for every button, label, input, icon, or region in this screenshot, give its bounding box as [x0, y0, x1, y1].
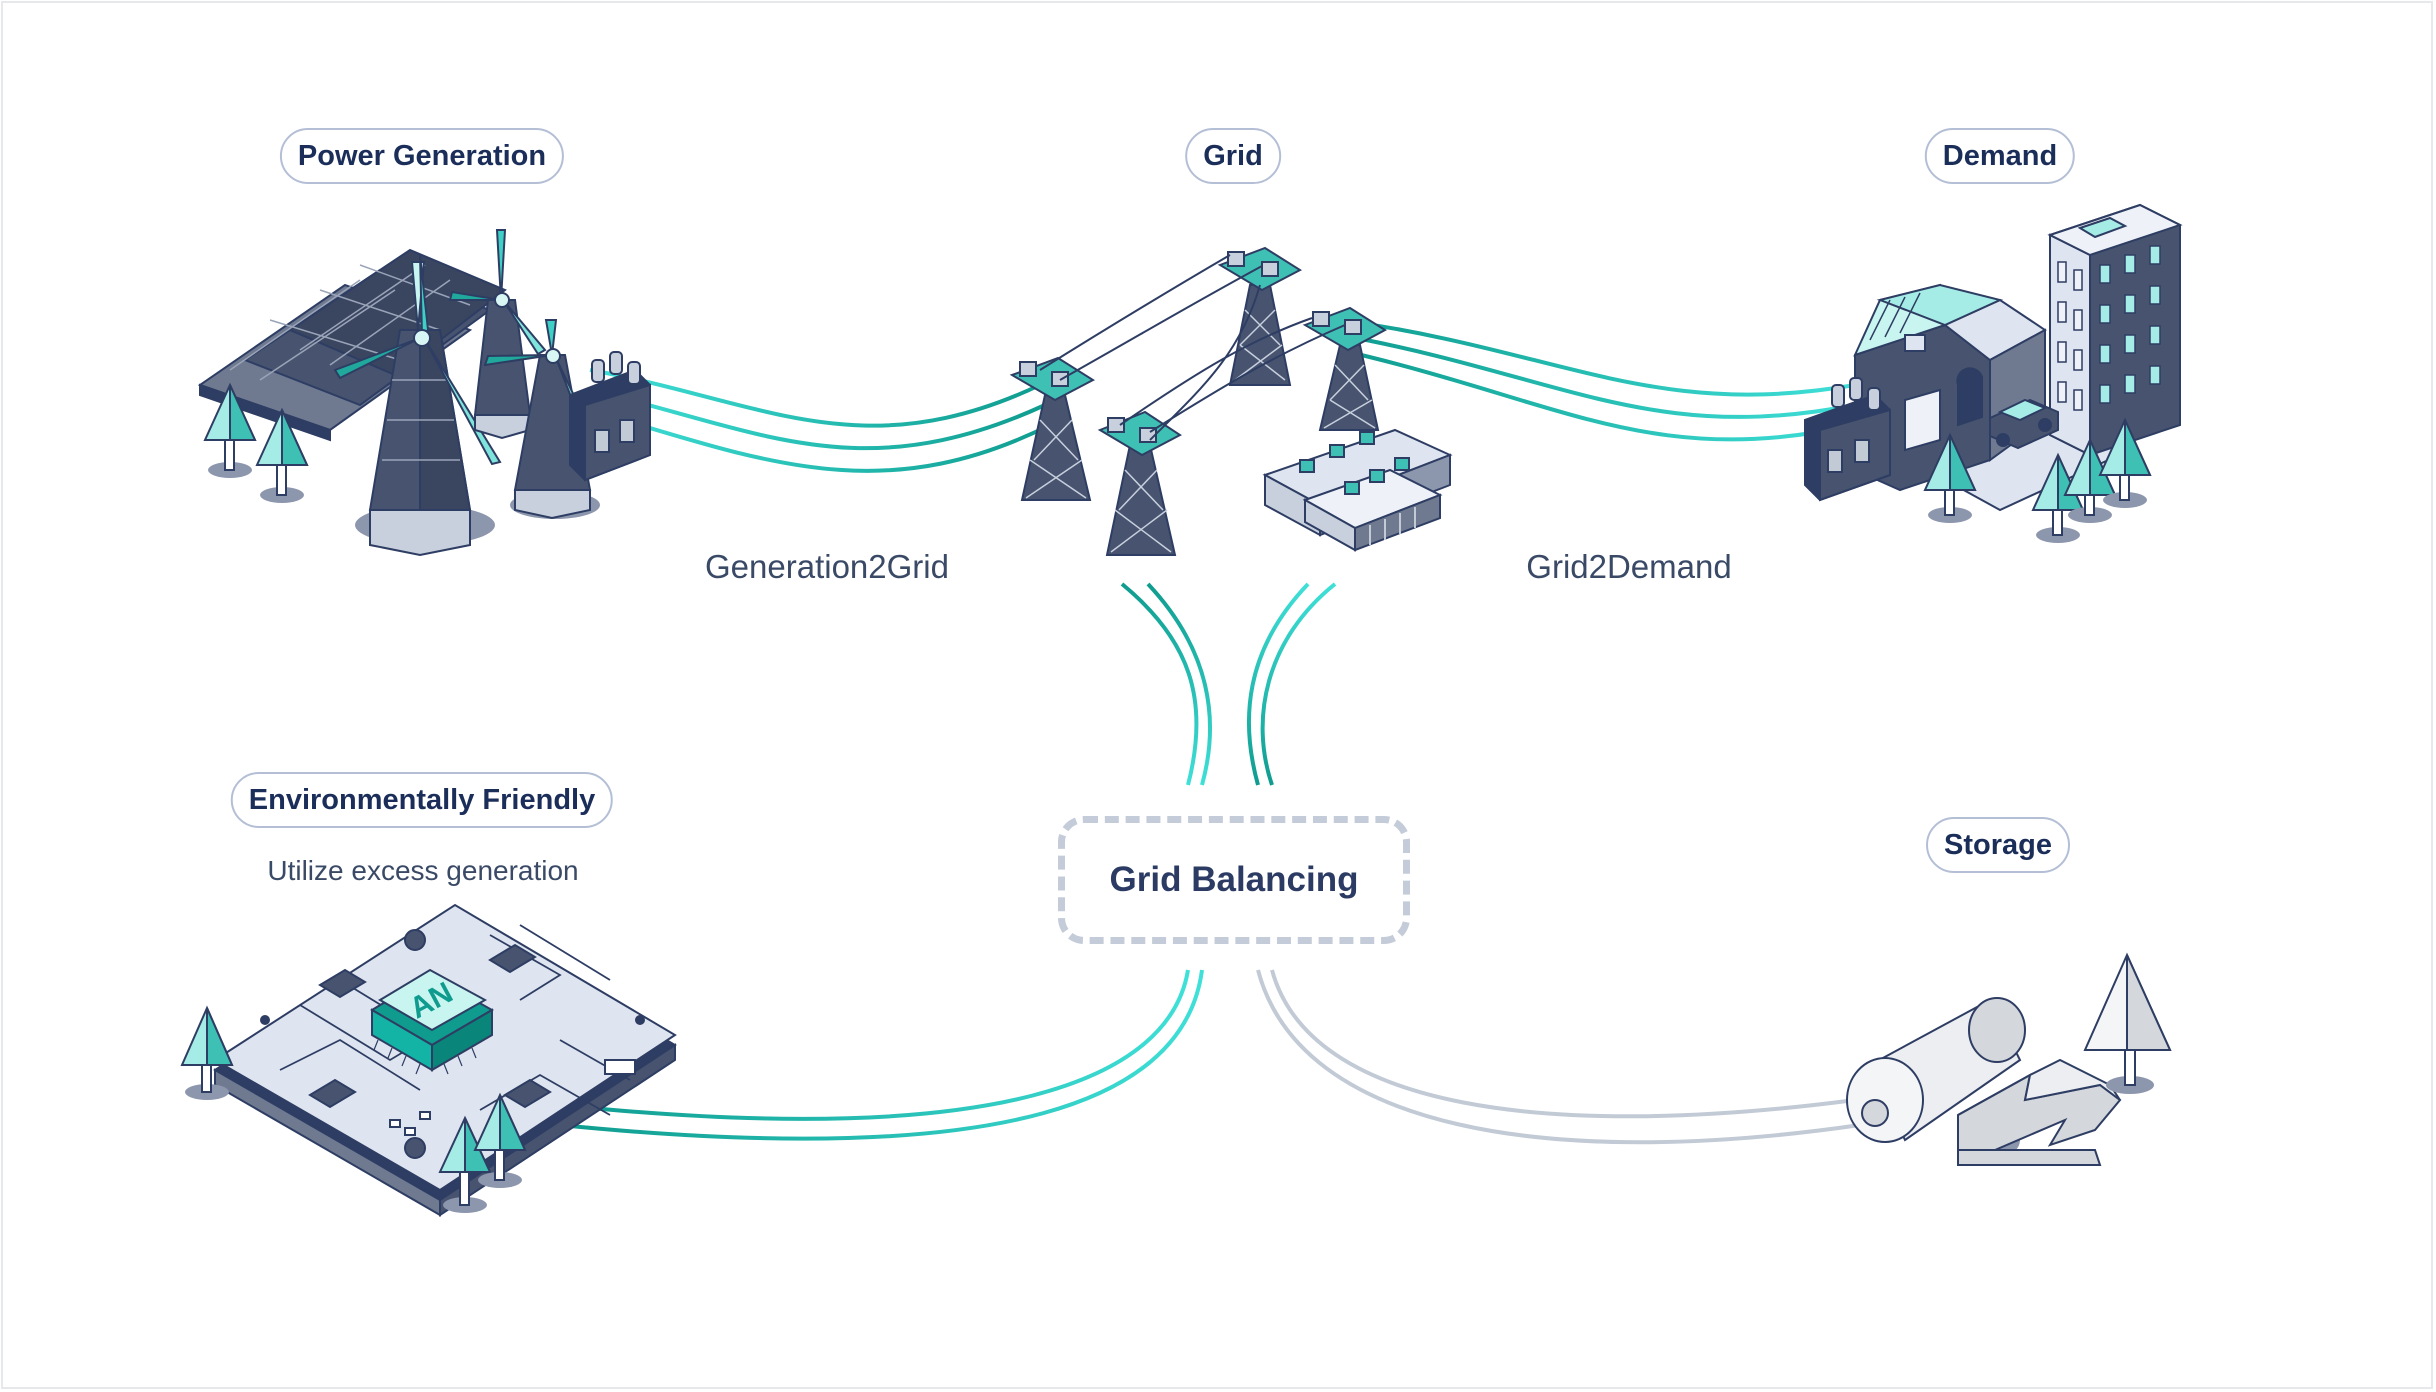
power-tower-icon — [1217, 246, 1303, 386]
grid-pill: Grid — [1185, 128, 1281, 184]
tree-icon — [2083, 952, 2172, 1094]
tree-icon — [255, 407, 309, 503]
balancing-to-storage-lines — [1256, 969, 1861, 1145]
power-tower-icon — [1009, 356, 1096, 501]
tree-icon — [473, 1092, 527, 1188]
battery-icon — [1846, 997, 2026, 1160]
grid2demand-lines — [1339, 318, 1856, 442]
tree-icon — [180, 1005, 234, 1100]
chip-icon: AN — [370, 968, 495, 1075]
grid-balancing-box: Grid Balancing — [1058, 816, 1410, 944]
grid2demand-label: Grid2Demand — [1526, 548, 1732, 585]
transformer-icon — [1804, 377, 1891, 502]
lightning-bolt-icon — [1957, 1058, 2122, 1166]
utilize-excess-label: Utilize excess generation — [267, 855, 579, 886]
transformer-icon — [569, 351, 651, 482]
tree-icon — [2098, 417, 2152, 508]
tower-cables — [1039, 254, 1346, 441]
office-building-icon — [2047, 203, 2183, 457]
data-center-icon — [1262, 428, 1453, 552]
power-tower-icon — [1302, 306, 1387, 431]
solar-panel-icon — [197, 248, 507, 442]
environmentally-friendly-pill: Environmentally Friendly — [230, 772, 614, 828]
car-icon — [1989, 398, 2059, 450]
power-tower-icon — [1097, 410, 1182, 556]
balancing-to-environment-lines — [559, 969, 1204, 1141]
generation2grid-label: Generation2Grid — [705, 548, 949, 585]
demand-pill: Demand — [1924, 128, 2076, 184]
tree-icon — [1923, 432, 1977, 523]
grid-to-balancing-lines — [1120, 582, 1337, 786]
power-generation-pill: Power Generation — [279, 128, 565, 184]
storage-pill: Storage — [1926, 817, 2070, 873]
grid-balancing-label: Grid Balancing — [1109, 860, 1359, 899]
generation2grid-lines — [589, 368, 1051, 473]
tree-icon — [203, 382, 257, 478]
